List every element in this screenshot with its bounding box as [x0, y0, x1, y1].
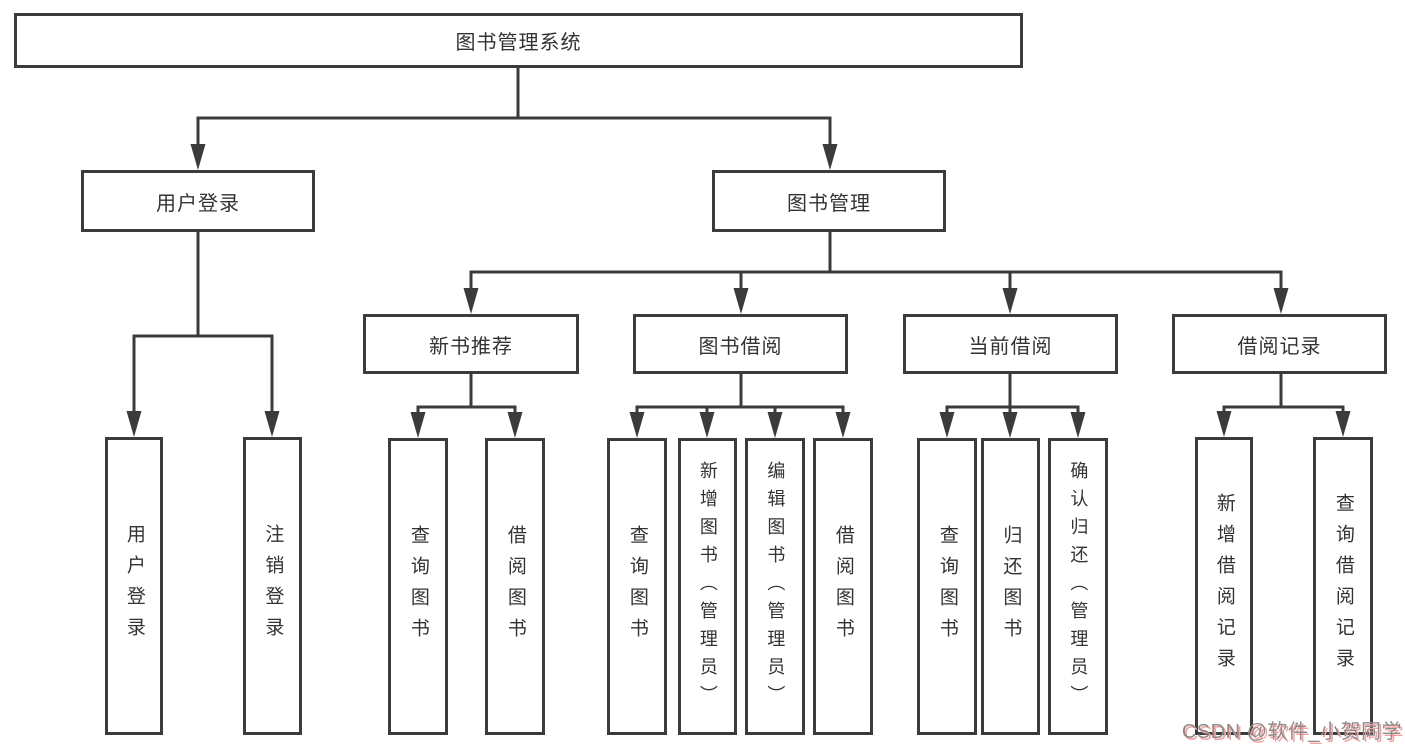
leaf-add-books-admin: 新增图书（管理员） [678, 438, 737, 735]
leaf-add-borrow-record-label: 新增借阅记录 [1213, 493, 1235, 679]
node-borrowing-records-label: 借阅记录 [1237, 335, 1322, 358]
node-book-borrowing: 图书借阅 [633, 314, 848, 374]
node-borrowing-records: 借阅记录 [1172, 314, 1387, 374]
leaf-query-books-1-label: 查询图书 [407, 524, 429, 649]
leaf-edit-books-admin-label: 编辑图书（管理员） [765, 460, 786, 713]
node-new-book-recommend: 新书推荐 [363, 314, 579, 374]
node-root: 图书管理系统 [14, 13, 1023, 68]
leaf-query-borrow-record: 查询借阅记录 [1313, 437, 1373, 735]
leaf-add-borrow-record: 新增借阅记录 [1195, 437, 1253, 735]
leaf-confirm-return-admin-label: 确认归还（管理员） [1068, 460, 1089, 713]
leaf-logout: 注销登录 [243, 437, 302, 735]
leaf-confirm-return-admin: 确认归还（管理员） [1048, 438, 1108, 735]
leaf-query-borrow-record-label: 查询借阅记录 [1332, 493, 1354, 679]
node-book-borrowing-label: 图书借阅 [698, 335, 783, 358]
leaf-query-books-3: 查询图书 [917, 438, 977, 735]
leaf-add-books-admin-label: 新增图书（管理员） [697, 460, 718, 713]
watermark: CSDN @软件_小贺同学 [1181, 721, 1402, 743]
node-user-login: 用户登录 [81, 170, 315, 232]
leaf-return-books-label: 归还图书 [1000, 524, 1022, 649]
node-user-login-label: 用户登录 [156, 192, 240, 215]
leaf-borrow-books-1-label: 借阅图书 [504, 524, 526, 649]
leaf-query-books-3-label: 查询图书 [936, 524, 958, 649]
leaf-borrow-books-1: 借阅图书 [485, 438, 545, 735]
node-book-management-label: 图书管理 [787, 192, 871, 215]
leaf-return-books: 归还图书 [981, 438, 1040, 735]
leaf-borrow-books-2-label: 借阅图书 [832, 524, 854, 649]
leaf-logout-label: 注销登录 [262, 524, 284, 648]
node-book-management: 图书管理 [712, 170, 946, 232]
node-root-label: 图书管理系统 [455, 32, 582, 54]
leaf-query-books-2: 查询图书 [607, 438, 667, 735]
leaf-user-login-label: 用户登录 [123, 524, 145, 648]
leaf-user-login: 用户登录 [105, 437, 163, 735]
leaf-edit-books-admin: 编辑图书（管理员） [745, 438, 805, 735]
leaf-query-books-1: 查询图书 [388, 438, 448, 735]
node-current-borrowing-label: 当前借阅 [968, 335, 1053, 358]
node-new-book-recommend-label: 新书推荐 [429, 335, 513, 358]
leaf-query-books-2-label: 查询图书 [626, 524, 648, 649]
leaf-borrow-books-2: 借阅图书 [813, 438, 873, 735]
node-current-borrowing: 当前借阅 [903, 314, 1118, 374]
